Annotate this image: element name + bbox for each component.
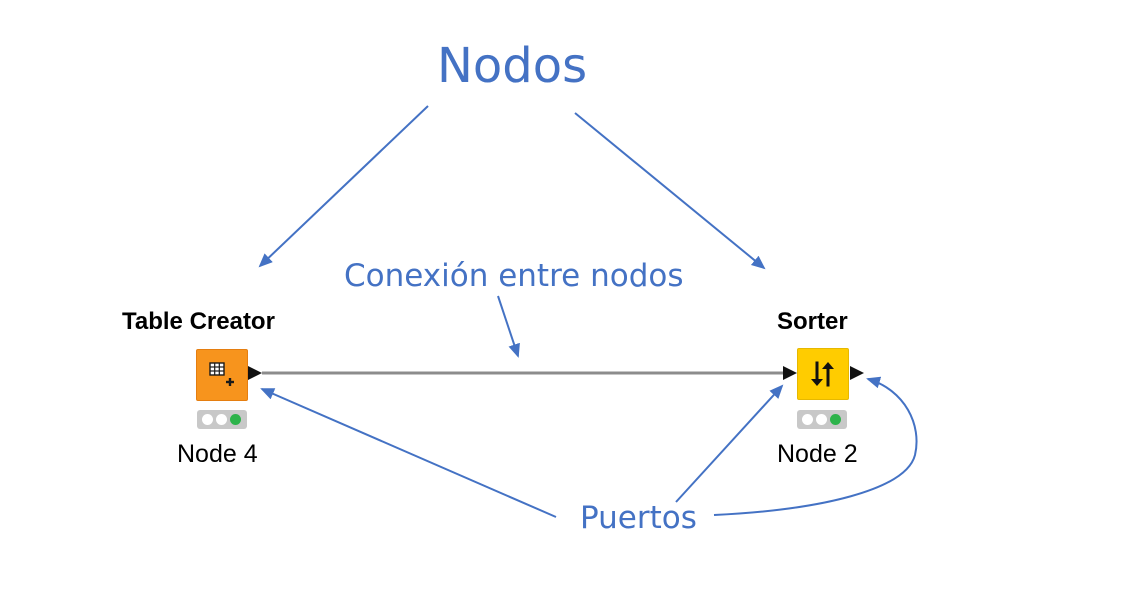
node2-status-indicator — [797, 410, 847, 429]
table-creator-node[interactable] — [196, 349, 248, 401]
node4-status-indicator — [197, 410, 247, 429]
node2-title: Sorter — [777, 308, 848, 335]
arrow-conexion-to-line — [497, 295, 520, 358]
node4-label[interactable]: Node 4 — [177, 440, 258, 468]
node4-title: Table Creator — [122, 308, 275, 335]
arrow-nodos-to-node2 — [574, 112, 766, 270]
node2-output-port[interactable] — [850, 366, 864, 380]
node4-output-port[interactable] — [248, 366, 262, 380]
arrow-puertos-to-node2-output — [713, 376, 918, 516]
status-light-green — [830, 414, 841, 425]
status-light-yellow — [816, 414, 827, 425]
node2-input-port[interactable] — [783, 366, 797, 380]
status-light-yellow — [216, 414, 227, 425]
nodos-title: Nodos — [437, 38, 588, 94]
sorter-node[interactable] — [797, 348, 849, 400]
sort-arrows-icon — [811, 361, 834, 387]
status-light-green — [230, 414, 241, 425]
arrow-puertos-to-node2-input — [675, 384, 784, 503]
connection-annotation: Conexión entre nodos — [344, 258, 684, 294]
table-add-icon — [209, 362, 234, 386]
ports-annotation: Puertos — [580, 500, 697, 536]
arrow-puertos-to-node4-port — [260, 388, 557, 518]
status-light-red — [202, 414, 213, 425]
status-light-red — [802, 414, 813, 425]
node2-label[interactable]: Node 2 — [777, 440, 858, 468]
arrow-nodos-to-node4 — [258, 105, 429, 268]
